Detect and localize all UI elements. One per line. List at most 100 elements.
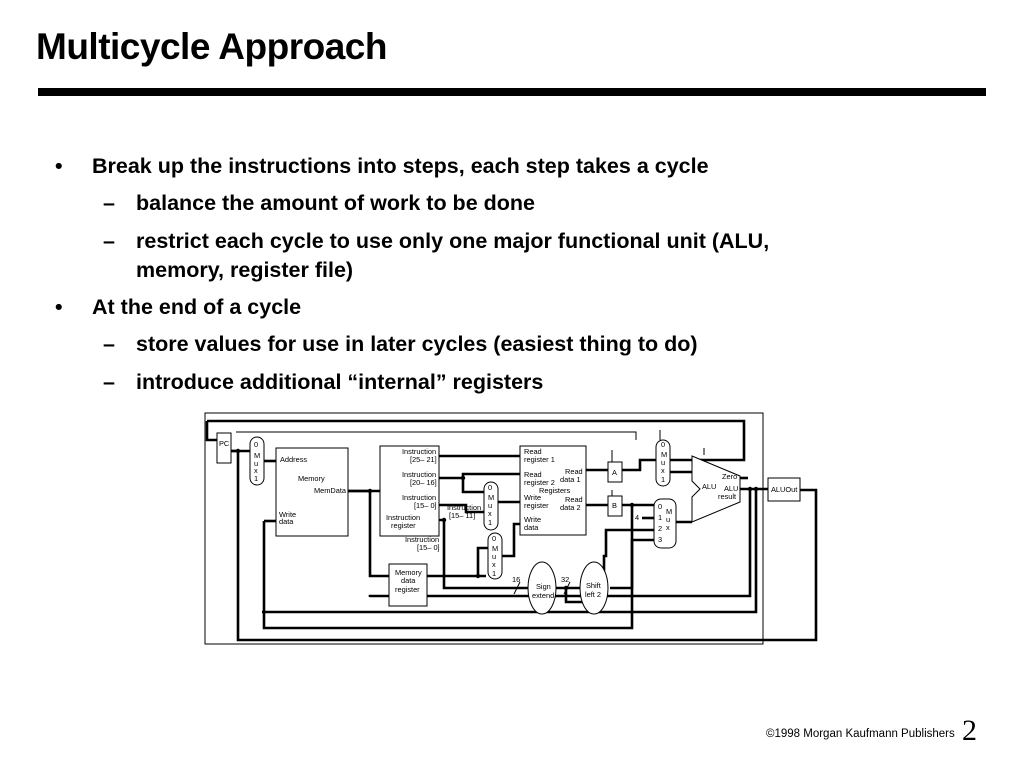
memory-unit (275, 447, 349, 537)
constant-four-label: 4 (635, 513, 639, 522)
mux-x-label: x (254, 466, 258, 475)
reg-name-label: Registers (539, 486, 571, 495)
memory-write-label: Write (279, 510, 296, 519)
sub-bullet-item: – balance the amount of work to be done (103, 188, 535, 218)
memory-data-label: data (279, 517, 294, 526)
sign-extend-line1: Sign (536, 582, 551, 591)
sub-bullet-item: – store values for use in later cycles (… (103, 329, 698, 359)
memory-address-label: Address (280, 455, 307, 464)
ir-out-label: Instruction (405, 535, 439, 544)
sub-bullet-text: memory, register file) (136, 258, 354, 282)
sign-extend-line2: extend (532, 591, 554, 600)
ir-out-bits: [15– 0] (417, 543, 440, 552)
ir-field2-label: Instruction (402, 470, 436, 479)
alu-result-label-2: result (718, 492, 736, 501)
mux-u-label: u (492, 552, 496, 561)
reg-rr1-sub: register 1 (524, 455, 555, 464)
reg-wd-label: Write (524, 515, 541, 524)
reg-wd-sub: data (524, 523, 539, 532)
mux-x-label: x (488, 509, 492, 518)
ir-name-label: Instruction (386, 513, 420, 522)
pc-label: PC (219, 439, 230, 448)
mux-u-label: u (488, 501, 492, 510)
mux-0-label: 0 (488, 483, 492, 492)
write-register-mux (483, 481, 499, 531)
reg-wr-sub: register (524, 501, 549, 510)
sub-bullet-text: restrict each cycle to use only one majo… (136, 229, 770, 253)
mdr-line3: register (395, 585, 420, 594)
ir-field3-bits: [15– 0] (414, 501, 437, 510)
alu-src-b-mux (653, 498, 677, 549)
reg-rr2-label: Read (524, 470, 542, 479)
register-file (519, 445, 587, 536)
mux-x-label: x (492, 560, 496, 569)
mux-0-label: 0 (658, 502, 662, 511)
ir-field1-bits: [25– 21] (410, 455, 437, 464)
sub-bullet-text: store values for use in later cycles (ea… (136, 332, 698, 356)
mux-x-label: x (661, 466, 665, 475)
mux-m-label: M (661, 450, 667, 459)
sub-bullet-mark: – (103, 229, 115, 253)
mux-2-label: 2 (658, 524, 662, 533)
reg-rr1-label: Read (524, 447, 542, 456)
ir-register-label: register (391, 521, 416, 530)
sub-bullet-text: balance the amount of work to be done (136, 191, 535, 215)
diagram-frame (204, 412, 764, 645)
shift-left-line2: left 2 (585, 590, 601, 599)
bus-width-16: 16 (512, 575, 520, 584)
sub-bullet-mark: – (103, 191, 115, 215)
memory-memdata-label: MemData (314, 486, 347, 495)
mux-x-label: x (666, 523, 670, 532)
mux-0-label: 0 (492, 534, 496, 543)
reg-wr-label: Write (524, 493, 541, 502)
mux-m-label: M (254, 451, 260, 460)
slide-title: Multicycle Approach (36, 26, 387, 67)
mux-1-label: 1 (488, 518, 492, 527)
shift-left-line1: Shift (586, 581, 601, 590)
copyright-footer: ©1998 Morgan Kaufmann Publishers (766, 728, 955, 740)
mux-m-label: M (488, 493, 494, 502)
sub-bullet-text: introduce additional “internal” register… (136, 370, 544, 394)
mux-0-label: 0 (254, 440, 258, 449)
thin-lines (236, 430, 705, 498)
sign-extend-unit (527, 561, 557, 615)
alu-zero-label: Zero (722, 472, 737, 481)
shift-left-unit (579, 561, 609, 615)
mdr-line1: Memory (395, 568, 422, 577)
b-register-label: B (612, 501, 617, 510)
reg-rd2-label: Read (565, 495, 583, 504)
mux-m-label: M (666, 507, 672, 516)
reg-rd2-sub: data 2 (560, 503, 581, 512)
mux-m-label: M (492, 544, 498, 553)
ir-field3-label: Instruction (402, 493, 436, 502)
b-register (607, 495, 623, 517)
mux-1-label: 1 (254, 474, 258, 483)
mdr-line2: data (401, 576, 416, 585)
reg-rr2-sub: register 2 (524, 478, 555, 487)
aluout-register (767, 477, 801, 502)
alu-src-a-mux (655, 439, 671, 487)
a-register (607, 461, 623, 483)
pc-mux (249, 436, 265, 486)
sub-bullet-mark: – (103, 370, 115, 394)
datapath-buses (205, 419, 818, 642)
ir-field2-bits: [20– 16] (410, 478, 437, 487)
instruction-register (379, 445, 440, 537)
reg-rd1-label: Read (565, 467, 583, 476)
alu-name-label: ALU (702, 482, 716, 491)
title-underline (38, 88, 986, 96)
bullet-text: Break up the instructions into steps, ea… (92, 154, 709, 178)
bullet-mark: • (55, 295, 63, 319)
mux-1-label: 1 (661, 475, 665, 484)
ir-rd-label: Instruction (447, 503, 481, 512)
aluout-label: ALUOut (771, 485, 797, 494)
slide-page-number: 2 (962, 714, 977, 747)
bus-width-32: 32 (561, 575, 569, 584)
sub-bullet-item: – restrict each cycle to use only one ma… (103, 226, 770, 256)
mux-u-label: u (254, 459, 258, 468)
write-data-mux (487, 532, 503, 580)
bullet-item: • Break up the instructions into steps, … (55, 151, 709, 181)
mux-u-label: u (666, 515, 670, 524)
bullet-mark: • (55, 154, 63, 178)
mux-1-label: 1 (658, 513, 662, 522)
